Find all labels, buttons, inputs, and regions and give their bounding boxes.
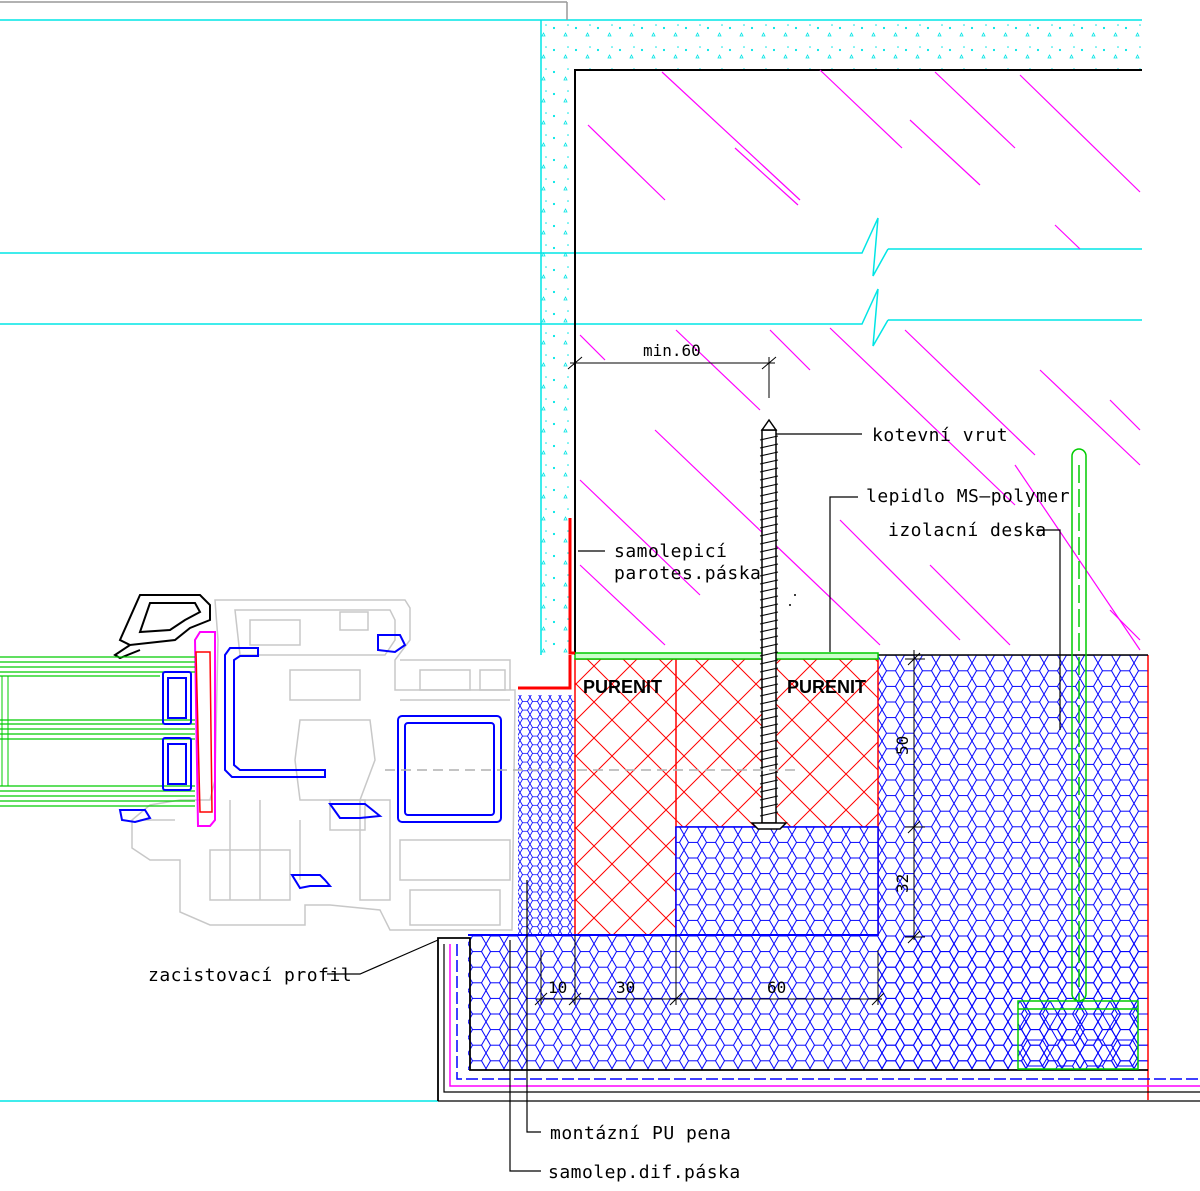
masonry-wall (574, 69, 1142, 655)
dim-10: 10 (548, 978, 567, 997)
label-vapour-tape-line2: parotes.páska (614, 563, 761, 584)
dimension-lines (534, 345, 925, 1006)
label-diffusion-tape: samolep.dif.páska (548, 1162, 741, 1183)
vapour-barrier-tape (518, 518, 575, 690)
purenit-right-label: PURENIT (787, 677, 866, 697)
plaster-layer (541, 20, 1142, 655)
label-pu-foam: montázní PU pena (550, 1123, 731, 1144)
label-vapour-tape-line1: samolepicí (614, 541, 727, 562)
fastening-rail (1017, 448, 1139, 1070)
anchor-screw (750, 418, 788, 830)
dim-60: 60 (767, 978, 786, 997)
window-frame-profile (131, 599, 516, 931)
ms-polymer-adhesive (574, 652, 879, 660)
dim-min60: min.60 (643, 341, 701, 360)
gasket-magenta (193, 631, 216, 827)
finishing-profile (437, 934, 1200, 1102)
dim-32: 32 (893, 874, 912, 893)
dim-30: 30 (616, 978, 635, 997)
gasket-red (195, 651, 213, 813)
glazing-unit (0, 656, 195, 807)
purenit-blocks: PURENIT PURENIT (574, 658, 879, 936)
label-finishing-profile: zacistovací profil (148, 965, 352, 986)
label-anchor-screw: kotevní vrut (872, 425, 1008, 446)
leader-lines (327, 433, 1061, 1172)
purenit-left-label: PURENIT (583, 677, 662, 697)
steel-reinforcement (118, 634, 502, 890)
label-ms-polymer: lepidlo MS–polymer (866, 486, 1070, 507)
label-insulation-board: izolacní deska (888, 520, 1047, 541)
dim-50: 50 (893, 736, 912, 755)
